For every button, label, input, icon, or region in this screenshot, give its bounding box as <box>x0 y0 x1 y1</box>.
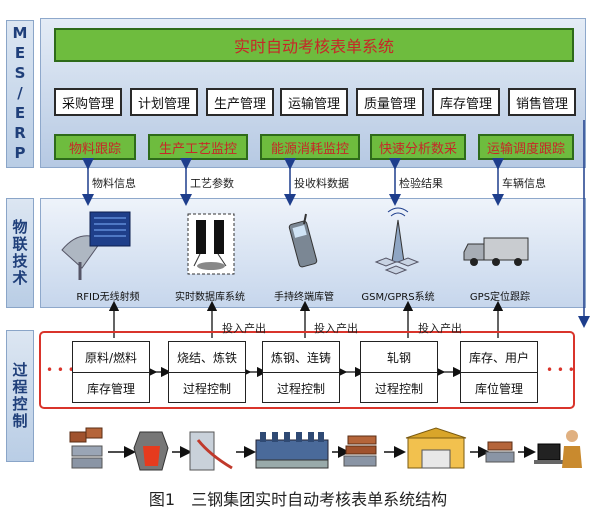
process-box-bottom: 过程控制 <box>182 381 231 396</box>
figure-caption: 图1 三钢集团实时自动考核表单系统结构 <box>148 490 448 509</box>
process-box-2: 炼钢、连铸过程控制 <box>262 341 340 403</box>
io-label-0: 投入产出 <box>222 322 266 335</box>
production-line-illustration <box>69 427 582 471</box>
database-server-icon <box>187 213 235 275</box>
erp-module-6: 销售管理 <box>508 88 576 116</box>
mes-module-2: 能源消耗监控 <box>260 134 360 160</box>
flow-label-1: 工艺参数 <box>190 177 234 190</box>
process-box-bottom: 库位管理 <box>474 381 523 396</box>
erp-module-5: 库存管理 <box>432 88 500 116</box>
process-box-0: 原料/燃料库存管理 <box>72 341 150 403</box>
side-label-iot: 物联技术 <box>6 198 34 308</box>
erp-module-2: 生产管理 <box>206 88 274 116</box>
mes-iot-arrows <box>82 158 504 206</box>
process-box-top: 炼钢、连铸 <box>263 342 339 373</box>
mes-module-4: 运输调度跟踪 <box>478 134 574 160</box>
io-label-1: 投入产出 <box>314 322 358 335</box>
process-box-bottom: 过程控制 <box>276 381 325 396</box>
erp-module-1: 计划管理 <box>130 88 198 116</box>
flow-label-0: 物料信息 <box>92 177 136 190</box>
gsm-tower-icon <box>374 207 420 275</box>
iot-label-3: GSM/GPRS系统 <box>361 292 435 303</box>
mes-module-1: 生产工艺监控 <box>148 134 248 160</box>
process-box-top: 库存、用户 <box>461 342 537 373</box>
process-box-top: 原料/燃料 <box>73 342 149 373</box>
io-label-2: 投入产出 <box>418 322 462 335</box>
title-bar: 实时自动考核表单系统 <box>54 28 574 62</box>
side-label-process: 过程控制 <box>6 330 34 462</box>
erp-module-0: 采购管理 <box>54 88 122 116</box>
process-box-top: 轧钢 <box>361 342 437 373</box>
handheld-terminal-icon <box>288 213 318 268</box>
gps-truck-icon <box>463 237 529 266</box>
rfid-icon <box>61 211 131 280</box>
process-box-1: 烧结、炼铁过程控制 <box>168 341 246 403</box>
iot-label-2: 手持终端库管 <box>274 292 334 303</box>
process-box-bottom: 过程控制 <box>374 381 423 396</box>
left-ellipsis: • • • <box>46 363 75 377</box>
flow-label-4: 车辆信息 <box>502 177 546 190</box>
right-ellipsis: • • • <box>546 363 575 377</box>
iot-label-4: GPS定位跟踪 <box>469 292 531 303</box>
iot-label-1: 实时数据库系统 <box>175 292 245 303</box>
iot-label-0: RFID无线射频 <box>76 292 140 303</box>
process-box-4: 库存、用户库位管理 <box>460 341 538 403</box>
process-box-3: 轧钢过程控制 <box>360 341 438 403</box>
mes-module-0: 物料跟踪 <box>54 134 136 160</box>
flow-label-3: 检验结果 <box>399 177 443 190</box>
mes-module-3: 快速分析数采 <box>370 134 466 160</box>
flow-label-2: 投收料数据 <box>294 177 349 190</box>
erp-module-3: 运输管理 <box>280 88 348 116</box>
process-box-top: 烧结、炼铁 <box>169 342 245 373</box>
process-box-bottom: 库存管理 <box>86 381 135 396</box>
side-label-mes-erp: MES/ERP <box>6 20 34 168</box>
process-frame <box>39 331 575 409</box>
erp-module-4: 质量管理 <box>356 88 424 116</box>
